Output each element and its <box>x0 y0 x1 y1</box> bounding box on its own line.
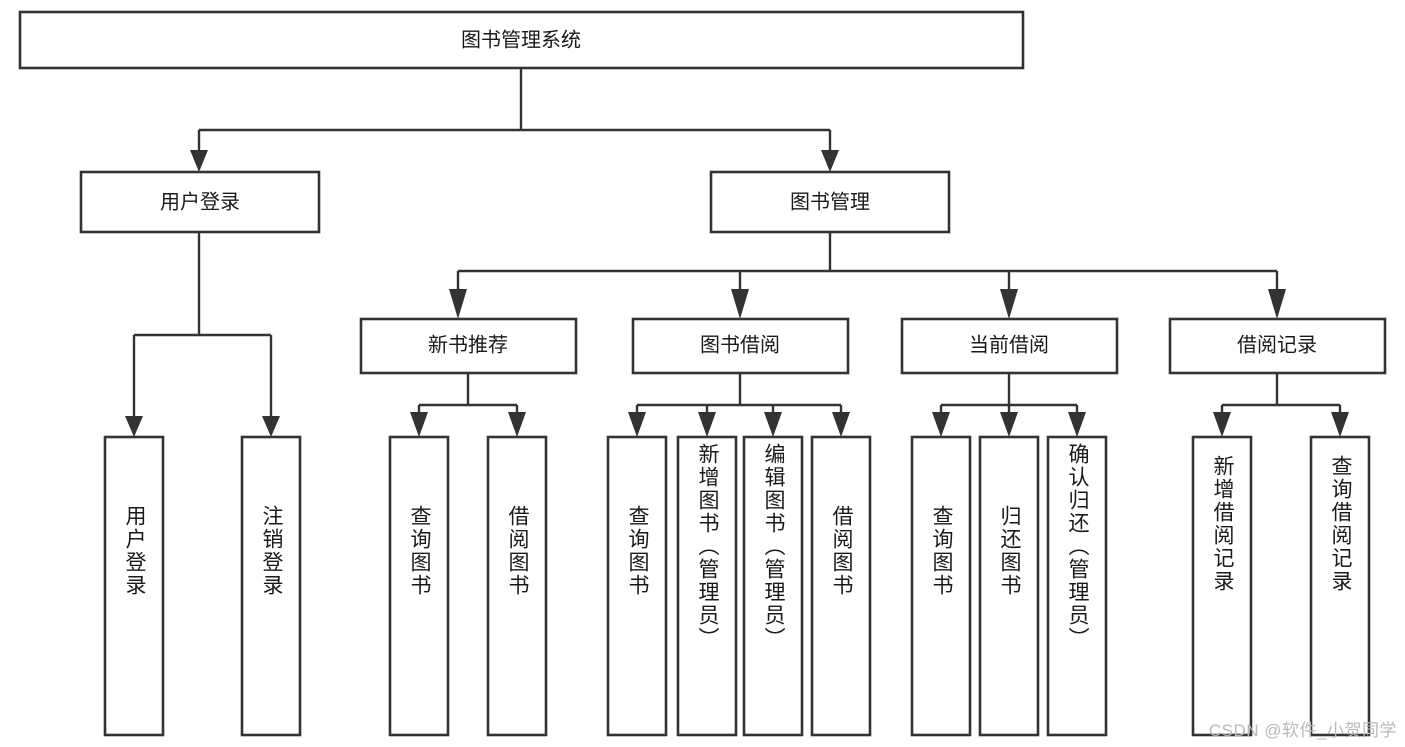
node-borrow-record[interactable] <box>1168 317 1387 375</box>
node-leaf-newbook-borrow[interactable] <box>486 435 548 737</box>
arrow-head-book-manage <box>821 150 839 172</box>
node-current-borrow-label: 当前借阅 <box>969 333 1049 356</box>
node-book-borrow[interactable] <box>631 317 850 375</box>
node-leaf-borrow-add[interactable] <box>676 435 738 737</box>
node-leaf-current-confirm-return[interactable] <box>1046 435 1108 737</box>
arrow-head-ul-leaf-1 <box>125 416 143 437</box>
arrow-head-cb-leaf-3 <box>1068 412 1086 437</box>
node-new-book-recommend[interactable] <box>359 317 578 375</box>
arrow-head-nb-leaf-2 <box>508 412 526 437</box>
connector-group-borrow-record <box>1213 373 1349 437</box>
node-book-management-label: 图书管理 <box>790 190 870 213</box>
connector-group-book-manage <box>449 232 1286 319</box>
node-leaf-record-query[interactable] <box>1309 435 1371 737</box>
arrow-head-book-borrow <box>731 289 749 319</box>
arrow-head-br-leaf-2 <box>1331 412 1349 437</box>
connector-group-root <box>190 68 839 172</box>
node-leaf-borrow-edit[interactable] <box>742 435 804 737</box>
arrow-head-bb-leaf-4 <box>832 412 850 437</box>
node-current-borrow[interactable] <box>900 317 1119 375</box>
arrow-head-cb-leaf-2 <box>1000 412 1018 437</box>
node-user-login[interactable] <box>79 170 321 234</box>
arrow-head-ul-leaf-2 <box>262 416 280 437</box>
node-leaf-current-query[interactable] <box>910 435 972 737</box>
node-leaf-current-return[interactable] <box>978 435 1040 737</box>
node-book-borrow-label: 图书借阅 <box>700 333 780 356</box>
arrow-head-user-login <box>190 150 208 172</box>
arrow-head-nb-leaf-1 <box>410 412 428 437</box>
arrow-head-bb-leaf-2 <box>698 412 716 437</box>
node-leaf-borrow-lend[interactable] <box>810 435 872 737</box>
csdn-watermark: CSDN @软件_小贺同学 <box>1208 721 1397 740</box>
arrow-head-bb-leaf-1 <box>628 412 646 437</box>
node-user-login-label: 用户登录 <box>160 190 240 213</box>
node-leaf-borrow-query[interactable] <box>606 435 668 737</box>
arrow-head-cb-leaf-1 <box>932 412 950 437</box>
connector-group-user-login <box>125 232 280 437</box>
node-leaf-record-add[interactable] <box>1191 435 1253 737</box>
arrow-head-bb-leaf-3 <box>764 412 782 437</box>
connector-group-current-borrow <box>932 373 1086 437</box>
arrow-head-current-borrow <box>1000 289 1018 319</box>
node-leaf-newbook-query[interactable] <box>388 435 450 737</box>
node-book-management[interactable] <box>709 170 951 234</box>
arrow-head-new-book <box>449 289 467 319</box>
arrow-head-borrow-record <box>1268 289 1286 319</box>
connector-group-new-book <box>410 373 526 437</box>
node-leaf-user-login-login[interactable] <box>103 435 165 737</box>
arrow-head-br-leaf-1 <box>1213 412 1231 437</box>
node-root-label: 图书管理系统 <box>461 28 581 51</box>
connector-group-book-borrow <box>628 373 850 437</box>
node-root-book-management-system[interactable] <box>18 10 1025 70</box>
node-borrow-record-label: 借阅记录 <box>1237 333 1317 356</box>
node-new-book-recommend-label: 新书推荐 <box>428 333 508 356</box>
node-leaf-user-login-logout[interactable] <box>240 435 302 737</box>
